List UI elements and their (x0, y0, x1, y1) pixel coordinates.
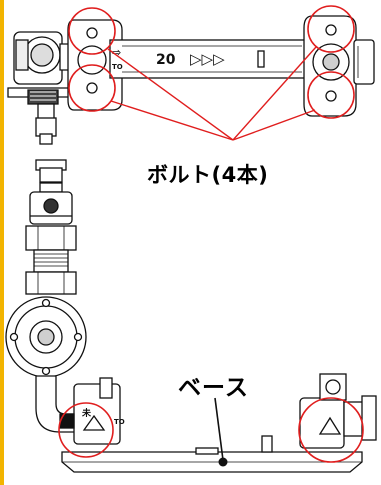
bolt-leader-2 (110, 100, 234, 141)
top-meter-band-slot (257, 50, 265, 68)
bolt-leader-lines (107, 46, 317, 141)
bolt-callout-label: ボルト(4本) (147, 163, 269, 187)
union-nut-lower (25, 271, 77, 295)
top-view-meter (7, 15, 375, 145)
threaded-pipe-threads (34, 253, 68, 267)
base-plate-boss (261, 435, 273, 453)
bolt-circle-side-left (58, 402, 114, 458)
base-callout-label: ベース (178, 375, 249, 401)
bolt-leader-1 (107, 48, 234, 141)
side-right-ear (299, 397, 345, 449)
top-right-ear-boss-core (322, 53, 340, 71)
side-view-assembly (5, 159, 377, 473)
valve-ball (43, 198, 59, 214)
top-right-outlet (353, 39, 375, 85)
meter-flow-arrows: ▷▷▷ (190, 50, 225, 68)
top-left-ear-hole-lower (86, 82, 98, 94)
flow-kanji-mark: 未 (81, 407, 92, 419)
bolt-circle-side-right (298, 397, 364, 463)
bottom-bolt-highlights (58, 397, 364, 463)
top-down-pipe-end (39, 133, 53, 145)
base-leader-line (214, 397, 224, 461)
threaded-pipe (33, 249, 69, 273)
side-right-bolt (318, 416, 342, 435)
flow-code-top: TO (112, 63, 123, 71)
check-valve-bolt-n (41, 298, 51, 308)
check-valve-bolt-s (41, 366, 51, 376)
bolt-circle-top-right-lower (307, 71, 355, 119)
top-left-ear-hole-upper (86, 27, 98, 39)
bolt-leader-4 (232, 109, 316, 141)
top-left-ear-boss (77, 45, 107, 75)
top-down-pipe-nut (35, 117, 57, 137)
top-right-ear-hole-lower (325, 90, 337, 102)
valve-stem-nut (39, 167, 63, 183)
meter-size-mark: 20 (156, 52, 176, 68)
top-left-clamp-hatch (30, 91, 56, 101)
base-leader-dot (218, 457, 228, 467)
check-valve-bolt-e (73, 332, 83, 342)
side-right-lug-boss (325, 379, 341, 395)
bolt-circle-top-left-lower (68, 64, 116, 112)
top-right-ear-hole-upper (325, 24, 337, 36)
bolt-circle-top-right-upper (307, 5, 355, 53)
check-valve-hub-core (37, 328, 55, 346)
bolt-highlights (68, 5, 355, 119)
check-valve-bolt-w (9, 332, 19, 342)
side-right-outlet (361, 395, 377, 441)
top-valve-cap-ring (30, 43, 54, 67)
valve-handle (39, 182, 63, 193)
accent-edge-bar (0, 0, 4, 485)
flow-direction-arrow-top: ⇨ (112, 46, 121, 59)
bolt-leader-3 (232, 46, 317, 141)
union-nut-upper (25, 225, 77, 251)
base-plate-centre-block (195, 447, 219, 455)
flow-code-bottom: TO (114, 418, 125, 426)
side-left-ear-lug (99, 377, 113, 399)
top-valve-nut (15, 39, 29, 71)
side-left-bolt (82, 414, 106, 431)
bolt-circle-top-left-upper (68, 7, 116, 55)
